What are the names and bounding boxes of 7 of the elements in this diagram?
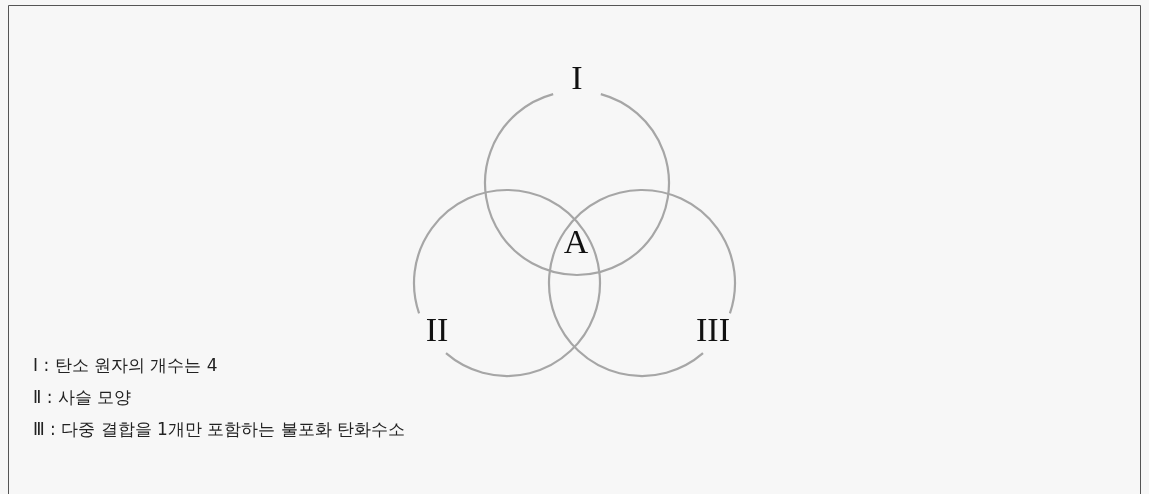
circle-label: I: [571, 61, 583, 95]
legend-text: Ⅲ : 다중 결합을 1개만 포함하는 불포화 탄화수소: [33, 419, 406, 439]
circle-label: III: [696, 313, 730, 347]
circle-label: II: [425, 313, 449, 347]
legend-text: Ⅱ : 사슬 모양: [33, 387, 132, 407]
region-label: A: [563, 225, 589, 259]
legend-text: Ⅰ : 탄소 원자의 개수는 4: [33, 355, 218, 375]
